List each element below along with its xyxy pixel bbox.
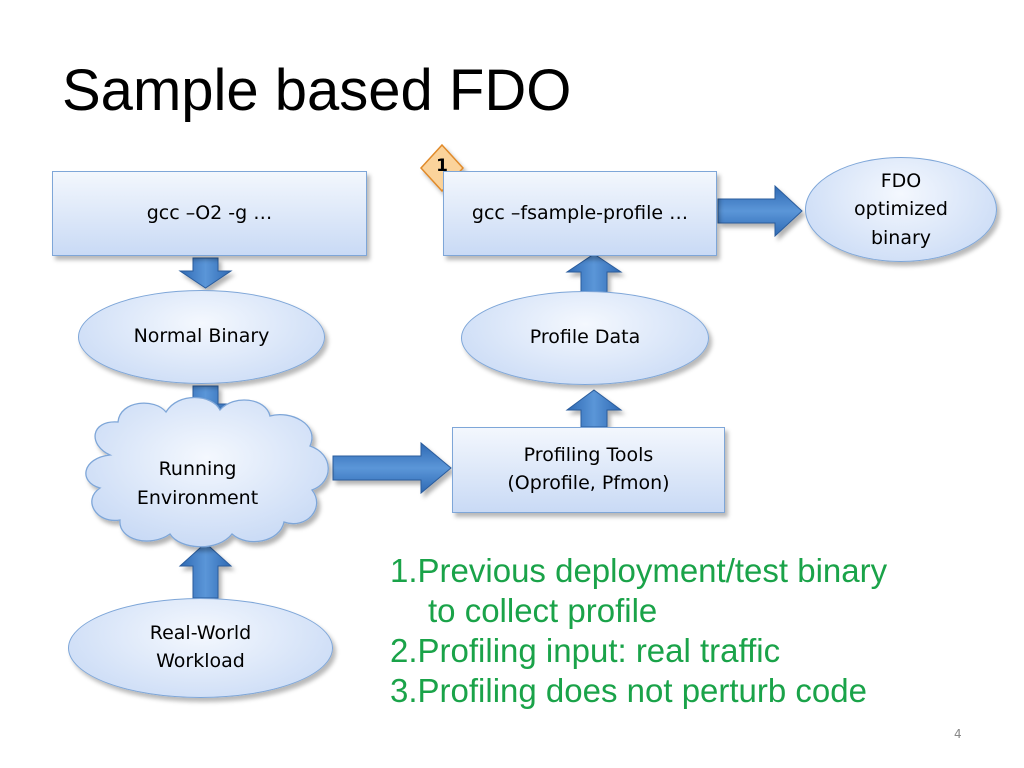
profiling-tools-box: Profiling Tools (Oprofile, Pfmon) (452, 427, 725, 513)
profiling-tools-line-1: Profiling Tools (523, 444, 654, 467)
note-text: Previous deployment/test binary (417, 552, 888, 589)
profile-data-oval: Profile Data (461, 291, 709, 385)
note-text: Profiling does not perturb code (417, 672, 867, 709)
fdo-binary-oval: FDO optimized binary (805, 157, 997, 262)
step-badge-number: 1 (436, 156, 448, 176)
running-environment-line-2: Environment (136, 486, 259, 509)
arrow-up-1 (565, 389, 623, 428)
fdo-binary-line-1: FDO (880, 169, 922, 192)
compile-box-label: gcc –O2 -g … (146, 201, 273, 224)
note-number: 1. (390, 552, 418, 589)
fdo-binary-line-3: binary (870, 226, 932, 249)
running-environment-cloud (85, 397, 329, 548)
note-item-1: 1.Previous deployment/test binary (390, 551, 1010, 591)
note-item-1-continuation: to collect profile (428, 592, 658, 629)
running-environment-line-1: Running (158, 458, 237, 480)
arrow-down-1 (178, 257, 233, 289)
note-item-3: 3.Profiling does not perturb code (390, 671, 1010, 711)
arrow-right-binary (717, 184, 803, 238)
normal-binary-oval: Normal Binary (78, 290, 325, 384)
profile-data-label: Profile Data (529, 326, 641, 349)
arrow-up-workload (178, 542, 233, 599)
workload-line-1: Real-World (149, 622, 252, 645)
fdo-compile-label: gcc –fsample-profile … (471, 201, 689, 224)
real-world-workload-oval: Real-World Workload (68, 598, 333, 698)
fdo-binary-line-2: optimized (854, 198, 948, 221)
arrow-up-2 (565, 253, 623, 293)
note-text: Profiling input: real traffic (417, 632, 781, 669)
normal-binary-label: Normal Binary (133, 325, 270, 348)
fdo-compile-box: gcc –fsample-profile … (443, 171, 717, 256)
note-item-2: 2.Profiling input: real traffic (390, 631, 1010, 671)
slide-title: Sample based FDO (62, 58, 572, 123)
arrow-right-tools (332, 441, 452, 495)
profiling-tools-line-2: (Oprofile, Pfmon) (507, 472, 670, 494)
note-number: 3. (390, 672, 418, 709)
notes-list: 1.Previous deployment/test binary to col… (390, 551, 1010, 711)
running-environment-label: Running Environment (95, 455, 300, 512)
page-number: 4 (954, 727, 962, 741)
compile-box: gcc –O2 -g … (52, 171, 367, 256)
note-number: 2. (390, 632, 418, 669)
workload-line-2: Workload (156, 650, 245, 672)
